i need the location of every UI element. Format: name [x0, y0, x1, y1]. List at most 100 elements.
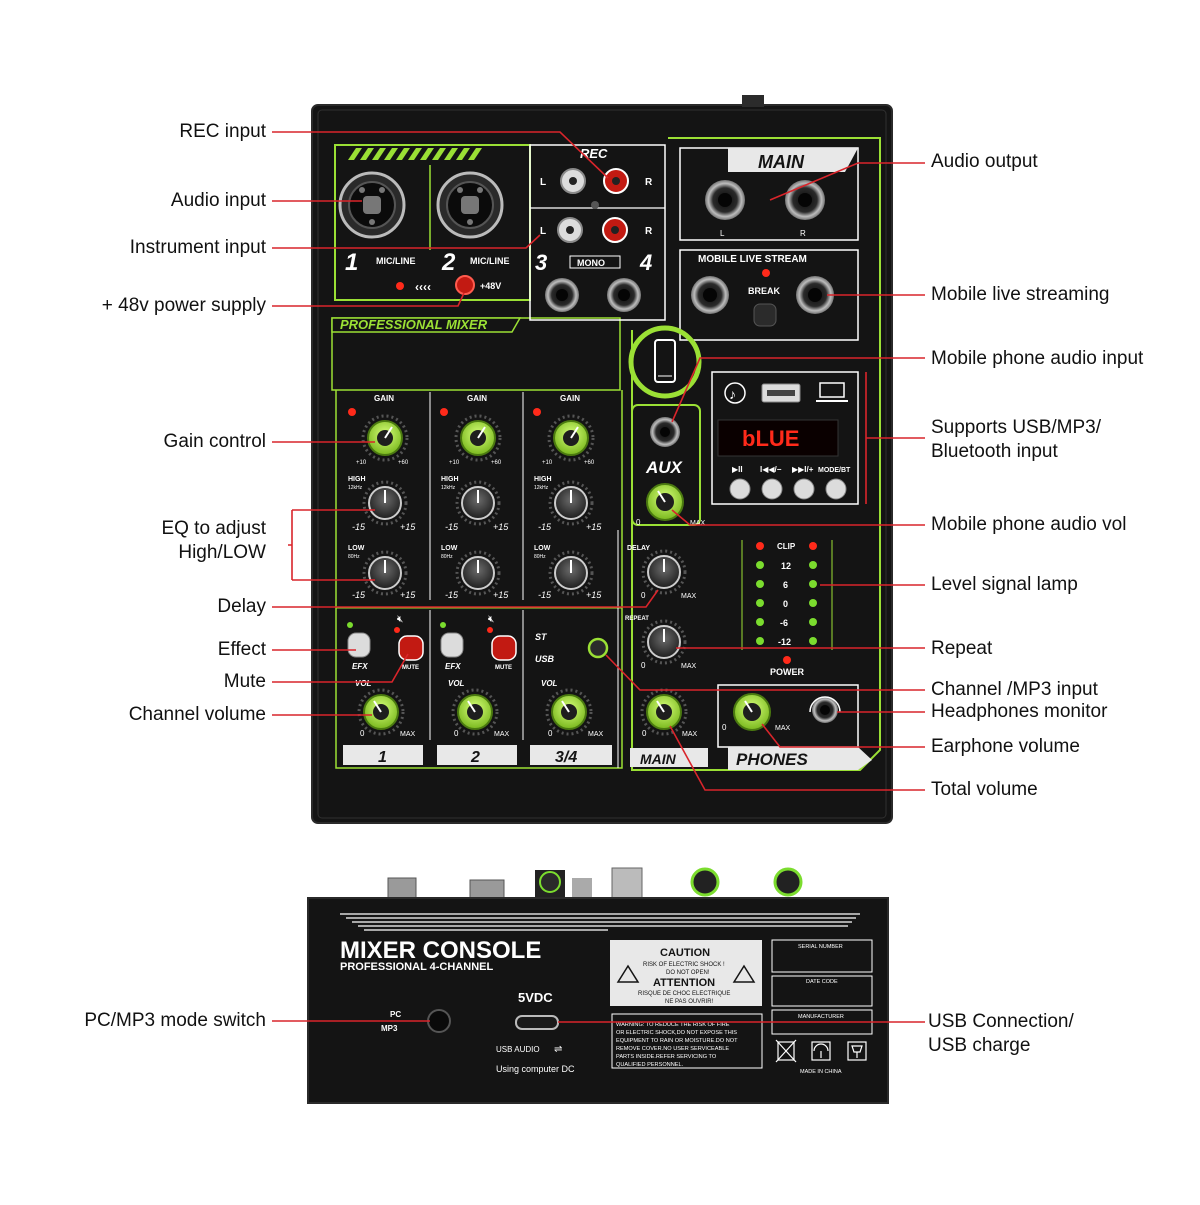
live-stream-label: MOBILE LIVE STREAM	[698, 254, 807, 265]
ch2-mute-button[interactable]	[491, 635, 517, 661]
ch2-low-max: +15	[493, 590, 509, 600]
caution-sub1: RISK OF ELECTRIC SHOCK !	[643, 962, 725, 968]
callout-effect: Effect	[217, 639, 266, 660]
ch1-high-eq-knob[interactable]	[362, 480, 408, 526]
ch2-vol-max: MAX	[494, 731, 510, 738]
ch34-high-label: HIGH	[534, 476, 552, 483]
in3-l-label: L	[540, 226, 546, 237]
prev-label: I◀◀/−	[760, 465, 782, 474]
meter-12-label: 12	[781, 561, 791, 571]
ch2-efx-label: EFX	[445, 662, 461, 671]
weee-icon	[775, 1039, 797, 1063]
warning-line-4: REMOVE COVER.NO USER SERVICEABLE	[616, 1046, 729, 1052]
music-icon	[724, 382, 746, 404]
st-usb-switch[interactable]	[587, 637, 609, 659]
callout-rec-input: REC input	[179, 121, 266, 142]
delay-knob[interactable]	[641, 549, 687, 595]
ch2-volume-knob[interactable]	[451, 688, 499, 736]
ch1-low-min: -15	[352, 590, 366, 600]
ch4-number: 4	[639, 250, 652, 275]
play-pause-button[interactable]	[729, 478, 751, 500]
break-led	[762, 269, 770, 277]
play-pause-label: ▶II	[732, 465, 743, 474]
usb-c-port[interactable]	[515, 1015, 559, 1030]
next-button[interactable]	[793, 478, 815, 500]
ch34-gain-label: GAIN	[560, 394, 580, 403]
live-stream-jack-right[interactable]	[796, 276, 834, 314]
ch2-low-label: LOW	[441, 545, 458, 552]
xlr-combo-input-1[interactable]	[338, 171, 406, 239]
ch34-clip-led	[533, 408, 541, 416]
caution-box	[610, 940, 762, 1006]
ch34-low-max: +15	[586, 590, 602, 600]
callout-usb-connection-line1: USB Connection/	[928, 1011, 1074, 1032]
ch1-volume-knob[interactable]	[357, 688, 405, 736]
screw	[591, 201, 599, 209]
ch2-mute-label: MUTE	[495, 665, 512, 671]
ch1-mute-button[interactable]	[398, 635, 424, 661]
ch34-vol-zero: 0	[548, 729, 553, 738]
leader-instrument-input	[272, 234, 541, 249]
callout-earphone-volume: Earphone volume	[931, 736, 1080, 757]
ch2-gain-knob[interactable]	[454, 414, 502, 462]
live-stream-jack-left[interactable]	[691, 276, 729, 314]
callout-instrument-input: Instrument input	[129, 237, 266, 258]
ch34-gain-knob[interactable]	[547, 414, 595, 462]
top-panel: 1 MIC/LINE 2 MIC/LINE ‹‹‹‹ +48V REC L R …	[311, 95, 893, 824]
ch2-high-eq-knob[interactable]	[455, 480, 501, 526]
repeat-zero: 0	[641, 661, 646, 670]
ch1-vol-zero: 0	[360, 729, 365, 738]
ch1-efx-button[interactable]	[347, 632, 371, 658]
repeat-knob[interactable]	[641, 619, 687, 665]
rear-panel: MIXER CONSOLE PROFESSIONAL 4-CHANNEL PC …	[307, 867, 889, 1104]
aux-input-jack[interactable]	[650, 417, 680, 447]
leader-earphone-volume	[761, 723, 925, 748]
phantom-power-button[interactable]	[455, 275, 475, 295]
ch2-gain-label: GAIN	[467, 394, 487, 403]
led-display-text: bLUE	[742, 426, 799, 451]
headphone-jack[interactable]	[812, 697, 838, 723]
meter-m6-label: -6	[780, 618, 788, 628]
mode-bt-button[interactable]	[825, 478, 847, 500]
attention-sub1: RISQUE DE CHOC ELECTRIQUE	[638, 991, 730, 997]
ch1-gain-max: +60	[398, 460, 409, 466]
usb-label: USB	[535, 654, 555, 664]
phones-volume-knob[interactable]	[733, 693, 771, 731]
phantom-arrows: ‹‹‹‹	[415, 280, 431, 294]
prev-button[interactable]	[761, 478, 783, 500]
ch1-gain-knob[interactable]	[361, 414, 409, 462]
mono-box	[569, 255, 621, 269]
ch2-mute-icon: 🔇︎	[488, 614, 494, 625]
manufacturer-label: MANUFACTURER	[798, 1014, 844, 1020]
rear-subtitle: PROFESSIONAL 4-CHANNEL	[340, 961, 493, 973]
ch2-high-freq: 12kHz	[441, 485, 456, 491]
rec-r-label: R	[645, 177, 653, 188]
ch2-mute-led	[487, 627, 493, 633]
meter-6-label: 6	[783, 580, 788, 590]
ch34-volume-knob[interactable]	[545, 688, 593, 736]
ch1-mute-led	[394, 627, 400, 633]
channel-strip-1: GAIN +10 +60 HIGH 12kHz -15 +15 LOW 80Hz	[348, 394, 416, 600]
main-volume-knob[interactable]	[640, 688, 688, 736]
ch2-low-eq-knob[interactable]	[455, 550, 501, 596]
ch34-low-freq: 80Hz	[534, 554, 546, 560]
ch1-low-eq-knob[interactable]	[362, 550, 408, 596]
ch3-trs-jack[interactable]	[545, 278, 579, 312]
xlr-combo-input-2[interactable]	[436, 171, 504, 239]
pc-mp3-mode-switch[interactable]	[427, 1009, 451, 1033]
usb-symbol-icon: ⇌	[554, 1044, 562, 1055]
ch34-low-eq-knob[interactable]	[548, 550, 594, 596]
callout-audio-output: Audio output	[931, 151, 1038, 172]
rear-panel-body	[307, 897, 889, 1104]
main-output-left-jack[interactable]	[705, 180, 745, 220]
caution-title: CAUTION	[660, 947, 710, 959]
ch2-efx-button[interactable]	[440, 632, 464, 658]
next-label: ▶▶I/+	[792, 465, 814, 474]
ch34-high-eq-knob[interactable]	[548, 480, 594, 526]
ch2-gain-min: +10	[449, 460, 460, 466]
ch4-trs-jack[interactable]	[607, 278, 641, 312]
break-button[interactable]	[753, 303, 777, 327]
strip-main-label: MAIN	[640, 751, 677, 767]
ch2-low-min: -15	[445, 590, 459, 600]
warning-box	[611, 1013, 763, 1069]
